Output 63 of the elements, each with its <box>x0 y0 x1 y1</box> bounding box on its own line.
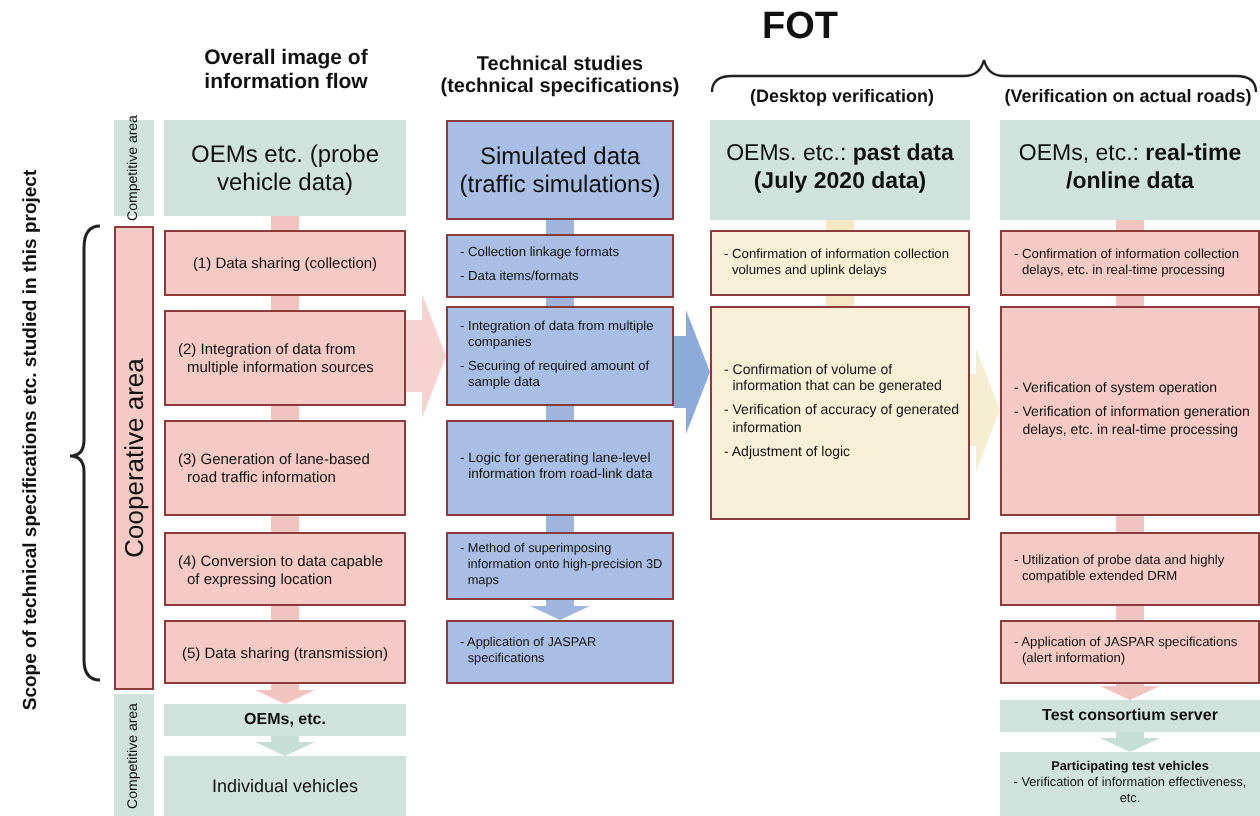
column-heading: Overall image of information flow <box>202 48 370 95</box>
flow-band <box>530 600 590 620</box>
flow-band <box>1116 606 1144 620</box>
flow-band <box>255 736 315 756</box>
area-band <box>114 226 154 690</box>
process-box <box>164 310 406 406</box>
box-text: OEMs etc. (probe vehicle data) <box>188 139 382 197</box>
box-text: Test consortium server <box>1040 706 1220 726</box>
flow-band <box>1116 220 1144 230</box>
block-arrow <box>970 348 1000 472</box>
process-box <box>164 420 406 516</box>
flow-band <box>255 684 315 704</box>
flow-band <box>1116 516 1144 532</box>
flow-band <box>271 606 299 620</box>
box-text: OEMs, etc.: real-time /online data <box>1016 142 1244 198</box>
process-box <box>164 532 406 606</box>
box-text: Simulated data (traffic simulations) <box>457 141 663 199</box>
flow-band <box>271 216 299 230</box>
process-box <box>446 420 674 516</box>
process-box <box>446 532 674 600</box>
flow-band <box>546 298 574 306</box>
block-arrow <box>674 310 710 434</box>
flow-band <box>271 516 299 532</box>
area-band <box>114 694 154 816</box>
flow-band <box>546 220 574 234</box>
process-box <box>710 230 970 296</box>
process-box <box>164 120 406 216</box>
column-heading: Technical studies (technical specifications) <box>438 54 682 98</box>
flow-band <box>271 406 299 420</box>
box-text: OEMs, etc. <box>242 710 328 730</box>
process-box <box>164 704 406 736</box>
process-box <box>710 306 970 520</box>
process-box <box>446 306 674 406</box>
process-box <box>164 620 406 684</box>
area-label: Cooperative area <box>119 358 149 558</box>
process-box <box>1000 120 1260 220</box>
process-box <box>446 620 674 684</box>
process-box <box>1000 620 1260 684</box>
flow-band <box>826 220 854 230</box>
column-heading: (Desktop verification) <box>747 88 937 108</box>
process-box <box>1000 230 1260 296</box>
flow-band <box>1116 296 1144 306</box>
block-arrow <box>406 294 446 418</box>
flow-band <box>546 516 574 532</box>
process-box <box>446 234 674 298</box>
process-box <box>1000 532 1260 606</box>
box-text: OEMs. etc.: past data (July 2020 data) <box>724 142 956 198</box>
flow-band <box>1100 684 1160 700</box>
process-box <box>446 120 674 220</box>
process-box <box>164 756 406 816</box>
process-box <box>164 230 406 296</box>
process-box <box>1000 700 1260 732</box>
flow-band <box>1100 732 1160 752</box>
section-heading: FOT <box>760 8 840 50</box>
column-heading: (Verification on actual roads) <box>1002 88 1254 108</box>
flow-band <box>271 296 299 310</box>
process-box <box>1000 306 1260 516</box>
flow-band <box>826 296 854 306</box>
scope-label: Scope of technical specifications etc. studied in this project <box>21 169 43 711</box>
process-box <box>710 120 970 220</box>
flow-band <box>546 406 574 420</box>
process-box <box>1000 752 1260 816</box>
box-text: Individual vehicles <box>209 775 361 797</box>
